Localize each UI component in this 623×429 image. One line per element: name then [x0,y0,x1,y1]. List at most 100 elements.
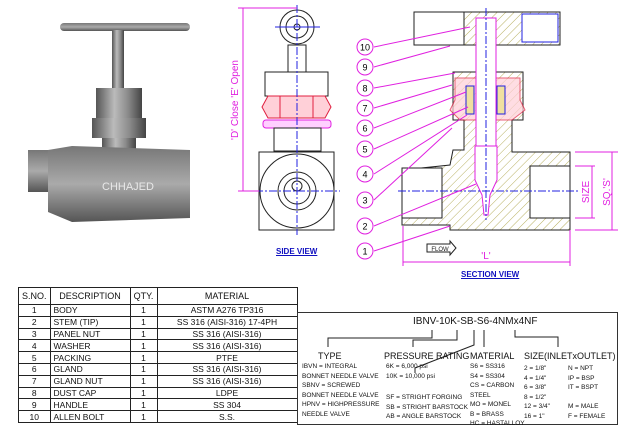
balloon-9: 9 [356,58,374,76]
balloon-number: 10 [360,43,370,53]
photo-watermark: CHHAJED [102,181,154,193]
list-line: F = FEMALE [568,412,606,420]
square-dimension: SQ.'S' [602,178,613,206]
side-view-drawing [238,5,340,235]
size-dimension: SIZE [581,181,592,204]
cell-sno: 10 [18,410,51,423]
material-title: MATERIAL [470,351,515,361]
cell-description: GLAND NUT [49,374,131,388]
list-line: M = MALE [568,403,599,410]
side-view-dimension: 'D' Close 'E' Open [230,60,241,140]
part-balloons: 10 9 8 7 6 5 4 3 2 1 [356,38,374,260]
cell-qty: 1 [129,374,158,388]
list-line: AB = ANGLE BARSTOCK [386,413,462,420]
cell-qty: 1 [129,304,158,317]
list-line: SBNV = SCREWED [302,382,361,389]
balloon-10: 10 [356,38,374,56]
balloon-4: 4 [356,165,374,183]
cell-material: SS 316 (AISI-316) [156,374,298,388]
col-qty: QTY. [129,287,158,305]
list-line: STEEL [470,391,491,399]
cell-sno: 9 [18,398,51,412]
cell-material: SS 316 (AISI-316) [156,327,298,341]
size-title: SIZE(INLETxOUTLET) [524,351,616,361]
section-view-drawing [398,8,618,266]
balloon-number: 1 [362,247,367,257]
flow-label: FLOW [431,247,449,253]
pressure-title: PRESSURE RATING [384,351,470,361]
list-line: N = NPT [568,365,594,372]
list-line: B = BRASS [470,410,504,418]
cell-sno: 7 [18,374,51,388]
cell-qty: 1 [129,398,158,412]
cell-qty: 1 [129,339,158,353]
list-line: CS = CARBON [470,382,515,389]
cell-qty: 1 [129,410,158,423]
cell-description: HANDLE [49,398,131,412]
cell-material: SS 316 (AISI-316) [156,339,298,353]
list-line: BONNET NEEDLE VALVE [302,372,379,380]
balloon-8: 8 [356,79,374,97]
balloon-number: 2 [362,222,367,232]
section-view-title: SECTION VIEW [461,270,520,279]
balloon-number: 5 [362,145,367,155]
cell-material: ASTM A276 TP316 [156,304,298,317]
cell-description: PANEL NUT [49,327,131,341]
cell-description: DUST CAP [49,386,131,400]
cell-qty: 1 [129,327,158,341]
col-material: MATERIAL [156,287,298,305]
cell-material: SS 316 (AISI-316) 17-4PH [156,315,298,329]
cell-material: LDPE [156,386,298,400]
list-line: IP = BSP [568,374,595,382]
cell-sno: 6 [18,362,51,376]
balloon-number: 7 [362,104,367,114]
valve-photo: CHHAJED [28,23,190,222]
balloon-number: 6 [362,124,367,134]
list-line: 10K = 10,000 psi [386,372,435,380]
list-line: 2 = 1/8" [524,365,547,372]
cell-sno: 8 [18,386,51,400]
order-code: IBNV-10K-SB-S6-4NMx4NF [413,316,538,327]
list-line: S6 = SS316 [470,363,505,370]
cell-description: BODY [49,304,131,317]
cell-description: STEM (TIP) [49,315,131,329]
cell-description: GLAND [49,362,131,376]
cell-material: SS 316 (AISI-316) [156,362,298,376]
list-line: NEEDLE VALVE [302,410,350,418]
balloon-5: 5 [356,140,374,158]
cell-material: PTFE [156,351,298,364]
balloon-3: 3 [356,191,374,209]
col-description: DESCRIPTION [49,287,131,305]
list-line: 16 = 1" [524,412,545,420]
side-view-title: SIDE VIEW [276,247,318,256]
cell-material: S.S. [156,410,298,423]
list-line: SB = STRIGHT BARSTOCK [386,403,468,411]
balloon-number: 3 [362,196,367,206]
balloon-6: 6 [356,119,374,137]
cell-qty: 1 [129,362,158,376]
list-line: 4 = 1/4" [524,374,547,382]
list-line: S4 = SS304 [470,372,505,380]
cell-sno: 3 [18,327,51,341]
forging-list: SF = STRIGHT FORGING SB = STRIGHT BARSTOC… [386,393,468,422]
col-sno: S.NO. [18,287,51,305]
type-list: IBVN = INTEGRAL BONNET NEEDLE VALVE SBNV =… [302,362,379,419]
balloon-leaders [373,26,477,252]
balloon-number: 9 [362,63,367,73]
balloon-1: 1 [356,242,374,260]
list-line: IBVN = INTEGRAL [302,363,358,370]
size-list: 2 = 1/8"4 = 1/4"6 = 3/8"8 = 1/2"12 = 3/4… [524,364,550,421]
cell-description: WASHER [49,339,131,353]
list-line: 6K = 6,000 psi [386,363,428,370]
cell-qty: 1 [129,386,158,400]
list-line: SF = STRIGHT FORGING [386,394,463,401]
balloon-7: 7 [356,99,374,117]
